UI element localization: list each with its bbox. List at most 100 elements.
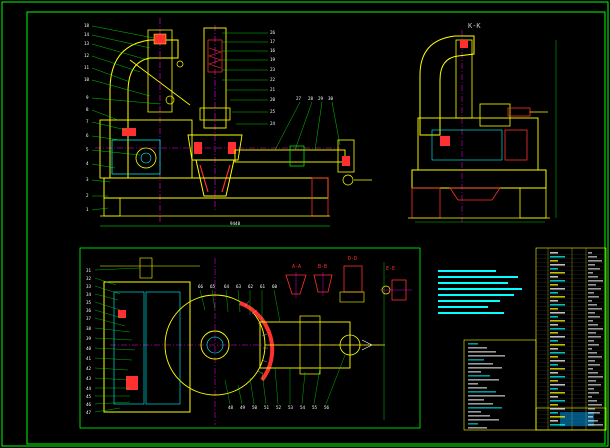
parts-list-entry-mark [588,252,592,254]
parts-list-entry-mark [588,312,595,314]
parts-list-entry-mark [550,328,565,330]
parts-list-entry-mark [588,348,592,350]
parts-list-entry-mark [550,384,565,386]
callout-49: 49 [240,405,246,410]
parts-list-entry-mark [588,404,602,406]
parts-list-entry-mark [588,372,598,374]
callout-37: 37 [86,316,92,321]
parts-list-entry-mark [550,352,565,354]
parts-list-entry-mark [588,364,600,366]
side-view: K-K [408,22,557,223]
parts-list-entry-mark [550,312,565,314]
callout-13: 13 [84,41,90,46]
parts-list-entry-mark [550,316,558,318]
svg-text:9440: 9440 [230,221,241,226]
parts-list-entry-mark [588,320,593,322]
parts-list-entry-mark [550,408,565,410]
callout-66: 66 [198,284,204,289]
parts-list-entry-mark [550,424,565,426]
parts-list-entry-mark [588,396,592,398]
parts-list-entry-mark [588,308,602,310]
parts-list-entry-mark [550,252,558,254]
callout-64: 64 [224,284,230,289]
parts-list-entry-mark [588,316,600,318]
callout-8: 8 [86,107,89,112]
parts-list-entry-mark [588,304,597,306]
parts-list-entry-mark [588,276,598,278]
parts-list-entry-mark [550,260,558,262]
callout-12: 12 [84,53,90,58]
section-views: A-A B-B D-D E-E [285,256,412,303]
parts-list-entry-mark [550,320,565,322]
parts-list-entry-mark [550,388,558,390]
parts-list-entry-mark [550,396,558,398]
parts-list-entry-mark [588,416,593,418]
parts-list-entry-mark [550,400,565,402]
parts-list-entry-mark [588,412,600,414]
technical-notes [438,270,522,314]
parts-list-entry-mark [550,380,558,382]
callout-9: 9 [86,95,89,100]
parts-list-entry-mark [550,308,558,310]
parts-list-entry-mark [550,280,565,282]
callout-61: 61 [260,284,266,289]
parts-list-entry-mark [550,340,558,342]
callout-33: 33 [86,284,92,289]
parts-list-entry-mark [588,264,595,266]
plan-top-callouts: 66 65 64 63 62 61 60 [198,284,281,323]
section-e-label: E-E [386,266,395,272]
callout-41: 41 [86,356,92,361]
parts-list-entry-mark [588,284,596,286]
parts-list-entry-mark [588,280,603,282]
callout-1: 1 [86,207,89,212]
callout-34: 34 [86,292,92,297]
callout-16: 16 [270,48,276,53]
callout-35: 35 [86,300,92,305]
callout-11: 11 [84,65,90,70]
parts-list-entry-mark [550,360,565,362]
parts-list-entry-mark [550,376,565,378]
title-block-entry-mark [468,355,505,357]
parts-list-entry-mark [550,336,565,338]
callout-14: 14 [84,32,90,37]
parts-list-entry-mark [588,352,597,354]
callout-2: 2 [86,193,89,198]
title-block-entry-mark [468,399,484,401]
parts-list-entry-mark [550,416,565,418]
callout-62: 62 [248,284,254,289]
parts-list-entry-mark [550,300,558,302]
parts-list-entry-mark [588,260,602,262]
title-block-entry-mark [468,367,502,369]
title-block-entry-mark [468,415,490,417]
title-block-entry-mark [468,343,478,345]
section-b-label: B-B [318,264,327,270]
callout-55: 55 [312,405,318,410]
title-block-entry-mark [468,347,487,349]
callout-40: 40 [86,346,92,351]
parts-list-entry-mark [588,288,601,290]
parts-list-entry-mark [588,400,597,402]
parts-list-entry-mark [550,332,558,334]
parts-list-entry-mark [550,392,565,394]
parts-list-entry-mark [550,412,558,414]
callout-29: 29 [318,96,324,101]
title-block-entry-mark [468,391,496,393]
title-block-entry-mark [468,395,505,397]
callout-32: 32 [86,276,92,281]
callout-25: 25 [270,109,276,114]
plan-left-callouts: 31 32 33 34 35 36 37 38 39 40 41 42 43 4… [86,267,141,415]
parts-list-entry-mark [588,292,594,294]
callout-60: 60 [272,284,278,289]
parts-list-entry-mark [550,404,558,406]
parts-list-entry-mark [588,392,599,394]
callout-47: 47 [86,410,92,415]
callout-17: 17 [270,39,276,44]
callout-63: 63 [236,284,242,289]
parts-list-entry-mark [588,332,596,334]
callout-3: 3 [86,177,89,182]
title-block-entry-mark [468,371,481,373]
plan-view: 31 32 33 34 35 36 37 38 39 40 41 42 43 4… [86,257,385,425]
callout-10: 10 [84,77,90,82]
